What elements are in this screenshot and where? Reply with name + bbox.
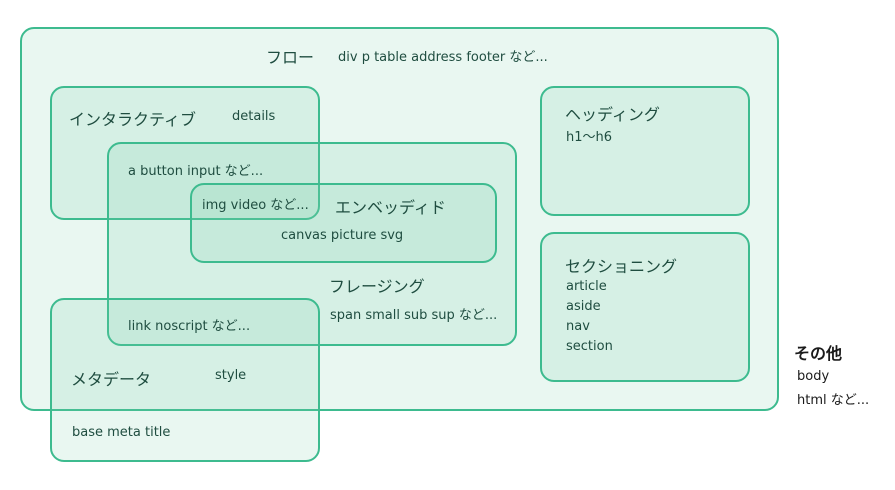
metadata-title: メタデータ [71, 370, 152, 389]
embedded-interactive-shared: img video など... [202, 198, 309, 213]
interactive-box [50, 86, 320, 220]
metadata-box [50, 298, 320, 462]
sectioning-item: aside [566, 299, 601, 314]
embedded-examples: canvas picture svg [281, 228, 404, 243]
embedded-box [190, 183, 497, 263]
phrasing-box [107, 142, 517, 346]
embedded-title: エンベッディド [335, 198, 446, 217]
other-item: html など... [797, 393, 870, 408]
metadata-examples: style [215, 368, 247, 383]
flow-examples: div p table address footer など... [338, 50, 548, 65]
other-title: その他 [794, 344, 843, 363]
heading-box [540, 86, 750, 216]
sectioning-item: nav [566, 319, 590, 334]
heading-title: ヘッディング [565, 105, 660, 124]
phrasing-title: フレージング [329, 277, 425, 296]
other-item: body [797, 369, 830, 384]
phrasing-examples: span small sub sup など... [330, 308, 498, 323]
flow-title: フロー [266, 48, 315, 67]
interactive-examples: details [232, 109, 276, 124]
sectioning-item: section [566, 339, 613, 354]
metadata-outside-examples: base meta title [72, 425, 171, 440]
interactive-phrasing-shared: a button input など... [128, 164, 264, 179]
heading-item: h1〜h6 [566, 130, 613, 145]
sectioning-title: セクショニング [565, 257, 678, 276]
interactive-title: インタラクティブ [69, 110, 197, 129]
metadata-phrasing-shared: link noscript など... [128, 319, 251, 334]
sectioning-item: article [566, 279, 607, 294]
sectioning-box [540, 232, 750, 382]
